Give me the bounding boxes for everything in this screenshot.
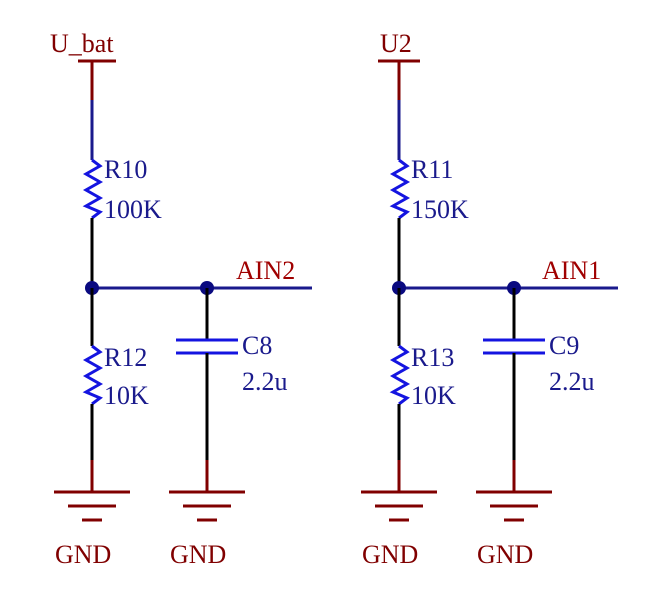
ground-symbol-icon — [476, 490, 552, 522]
capacitor-value-c8: 2.2u — [242, 367, 288, 396]
resistor-value-r11: 150K — [411, 195, 469, 224]
ground-label: GND — [477, 540, 533, 569]
power-symbol-u2 — [378, 59, 420, 100]
resistor-r11 — [389, 100, 411, 288]
capacitor-ref-c9: C9 — [549, 331, 579, 360]
net-label-ain2: AIN2 — [236, 256, 295, 285]
resistor-r12 — [82, 288, 104, 492]
resistor-r10 — [82, 100, 104, 288]
resistor-ref-r13: R13 — [411, 343, 454, 372]
resistor-r13 — [389, 288, 411, 492]
resistor-ref-r11: R11 — [411, 155, 453, 184]
power-label-u2: U2 — [380, 29, 412, 58]
capacitor-value-c9: 2.2u — [549, 367, 595, 396]
resistor-ref-r10: R10 — [104, 155, 147, 184]
power-label-ubat: U_bat — [50, 29, 114, 58]
divider-circuit-left: U_bat R10 100K AIN2 R12 10K — [50, 29, 312, 569]
capacitor-c8 — [176, 288, 238, 492]
power-symbol-ubat — [78, 59, 116, 100]
capacitor-ref-c8: C8 — [242, 331, 272, 360]
capacitor-c9 — [483, 288, 545, 492]
ground-symbol-icon — [54, 490, 130, 522]
ground-label: GND — [170, 540, 226, 569]
resistor-value-r13: 10K — [411, 381, 456, 410]
resistor-value-r12: 10K — [104, 381, 149, 410]
resistor-value-r10: 100K — [104, 195, 162, 224]
ground-symbol-icon — [169, 490, 245, 522]
ground-symbol-icon — [361, 490, 437, 522]
resistor-ref-r12: R12 — [104, 343, 147, 372]
divider-circuit-right: U2 R11 150K AIN1 R13 10K — [361, 29, 618, 569]
ground-label: GND — [55, 540, 111, 569]
ground-label: GND — [362, 540, 418, 569]
net-label-ain1: AIN1 — [542, 256, 601, 285]
